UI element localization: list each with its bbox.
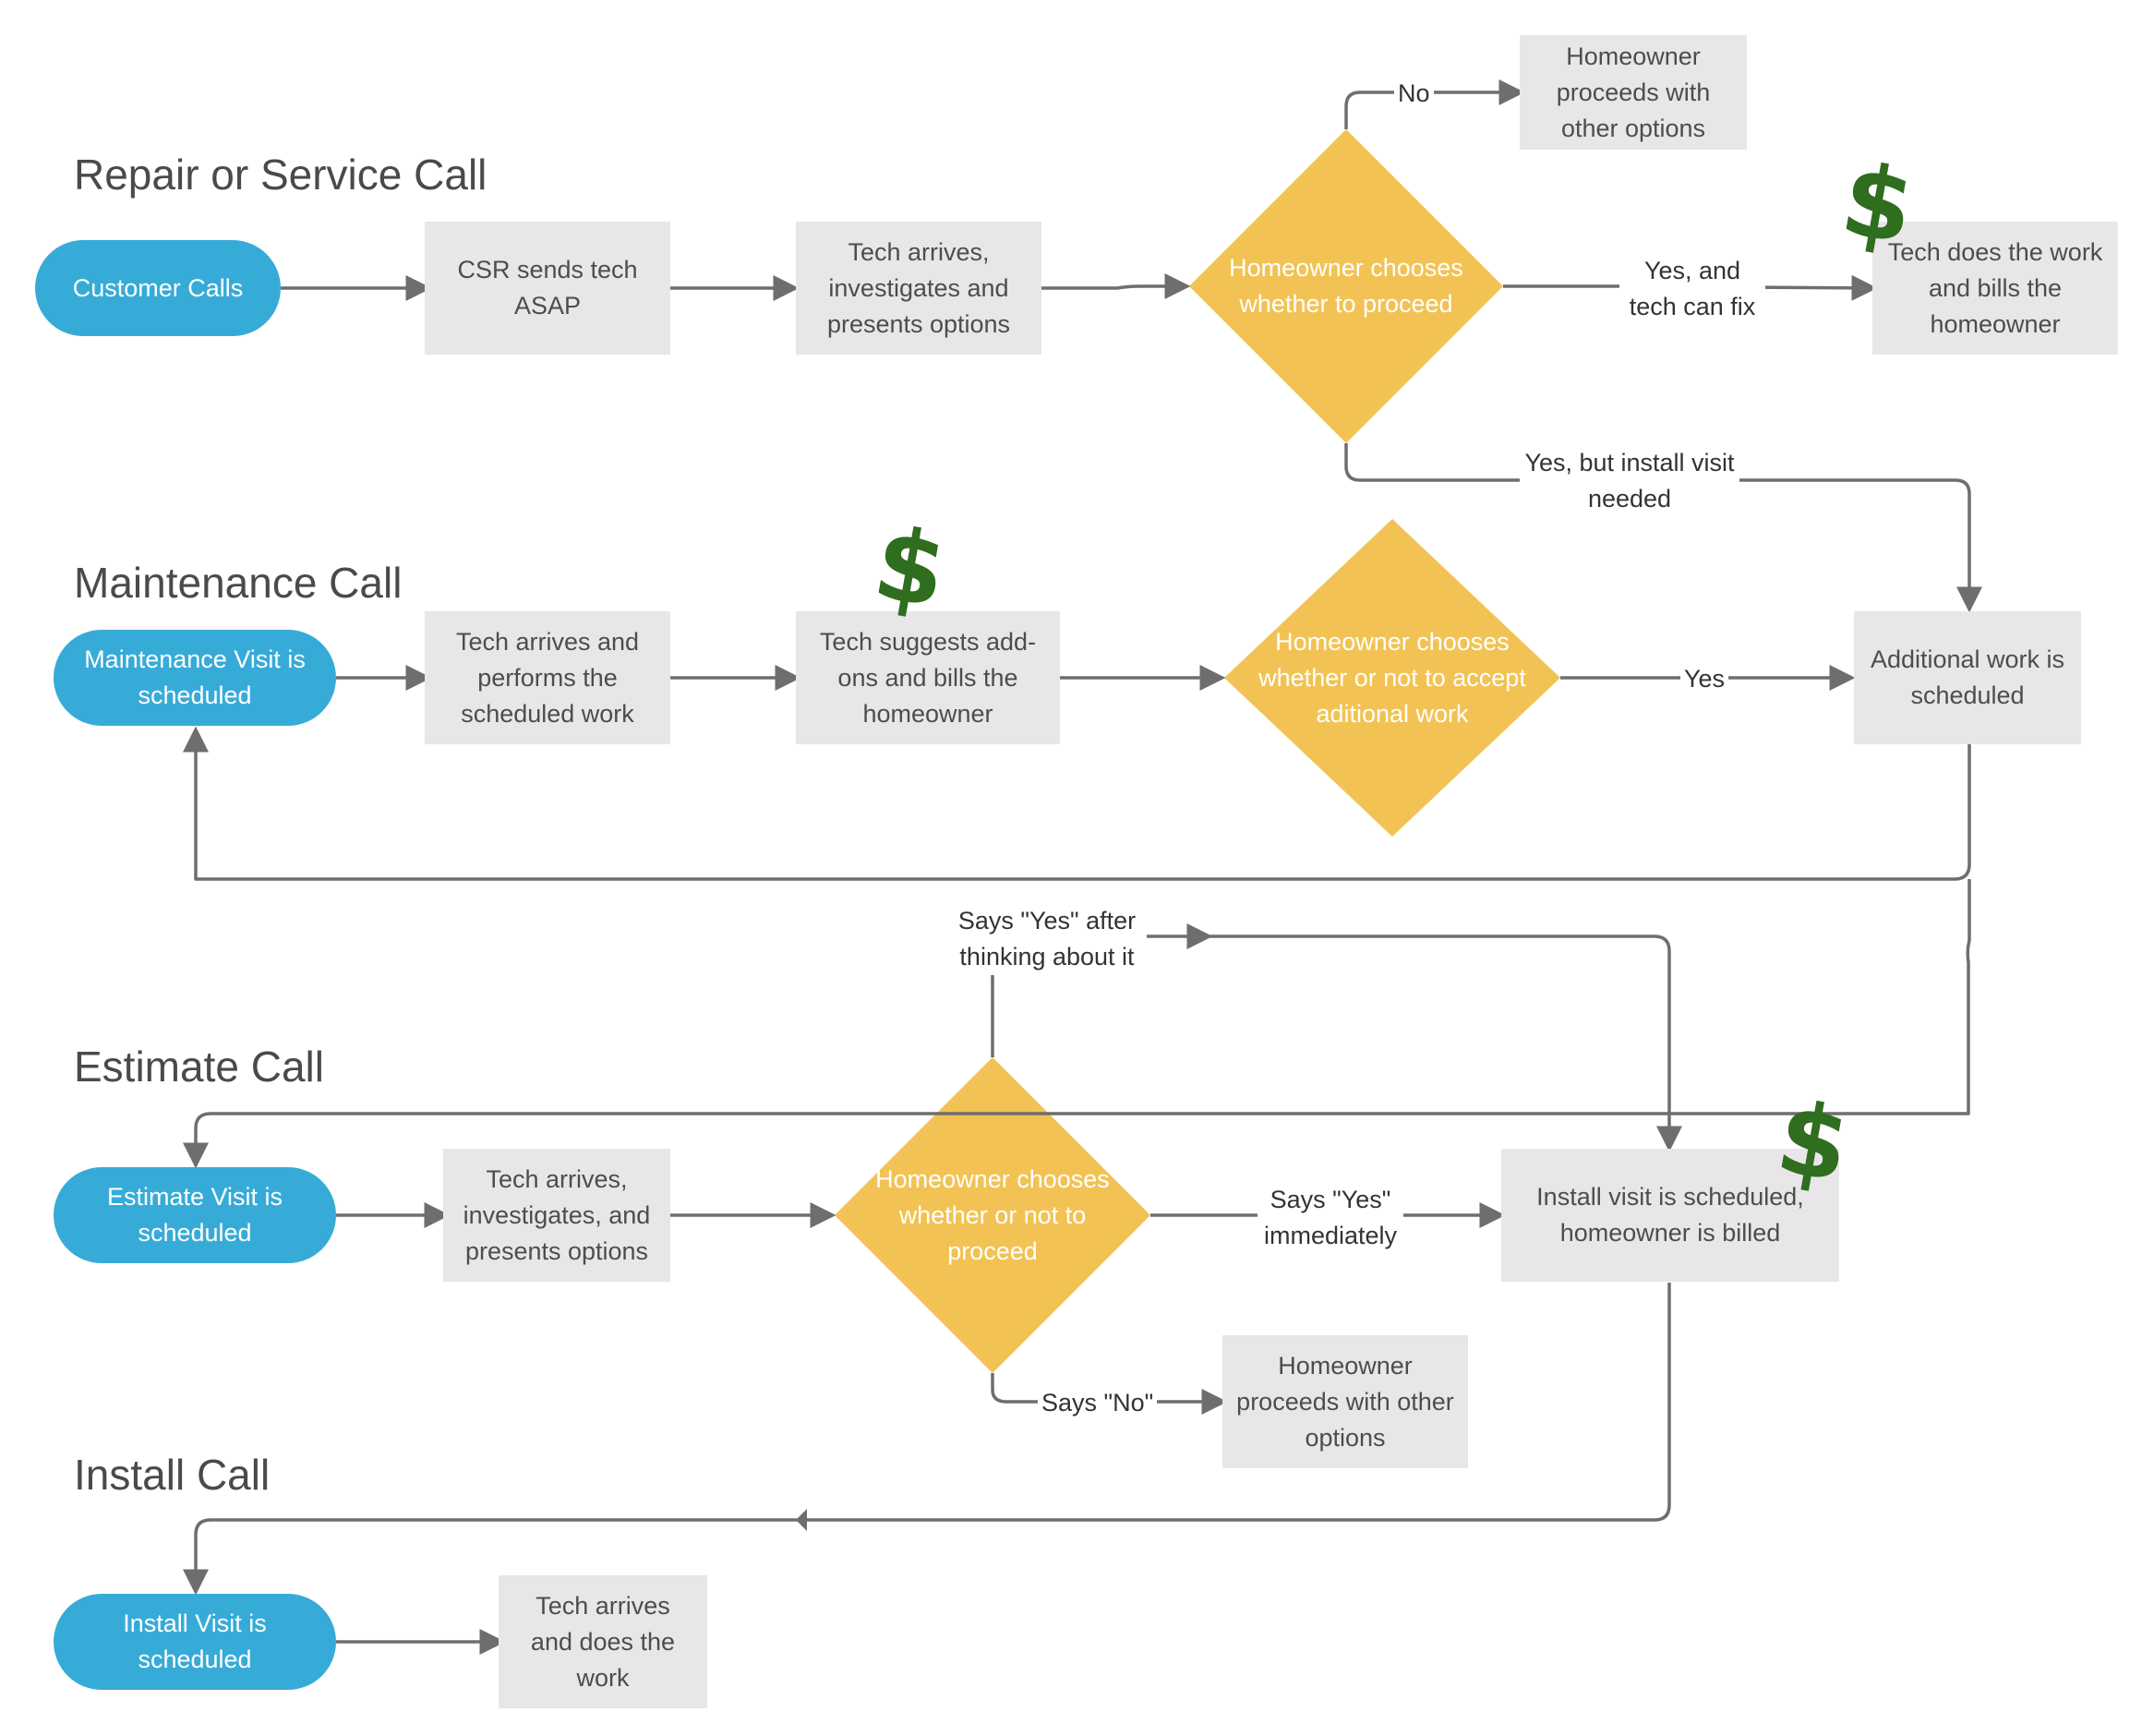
node-label: CSR sends tech ASAP bbox=[457, 256, 638, 319]
edge-install-scheduled-to-install-visit bbox=[183, 1283, 1671, 1596]
node-maintenance-visit[interactable]: Maintenance Visit is scheduled bbox=[54, 630, 336, 726]
edge-label-says-yes-immediately: Says "Yes" immediately bbox=[1258, 1182, 1403, 1254]
section-title-estimate: Estimate Call bbox=[74, 1043, 324, 1091]
node-label: Homeowner proceeds with other options bbox=[1236, 1351, 1454, 1452]
node-label: Tech arrives, investigates and presents … bbox=[826, 237, 1011, 338]
edge-additional-loop-back bbox=[183, 726, 1971, 881]
decision-label-proceed: Homeowner chooses whether to proceed bbox=[1229, 254, 1463, 318]
node-label: Customer Calls bbox=[72, 273, 244, 302]
decision-diamond-proceed bbox=[1189, 129, 1503, 443]
section-title-repair: Repair or Service Call bbox=[74, 151, 487, 199]
node-label: Homeowner proceeds with other options bbox=[1556, 42, 1711, 142]
node-csr-sends-tech[interactable]: CSR sends tech ASAP bbox=[425, 222, 670, 355]
node-customer-calls[interactable]: Customer Calls bbox=[35, 240, 281, 336]
node-label: Tech suggests add-ons and bills the home… bbox=[819, 627, 1037, 728]
node-label: Tech does the work and bills the homeown… bbox=[1887, 237, 2103, 338]
edge-label-yes: Yes bbox=[1680, 661, 1729, 697]
decision-diamond-estimate bbox=[835, 1057, 1150, 1373]
node-tech-performs-work[interactable]: Tech arrives and performs the scheduled … bbox=[425, 611, 670, 744]
node-label: Tech arrives, investigates, and presents… bbox=[463, 1164, 651, 1265]
node-label: Maintenance Visit is scheduled bbox=[84, 645, 306, 709]
edge-says-yes-later-to-install bbox=[1209, 934, 1682, 1152]
edge-says-no bbox=[991, 1373, 1228, 1415]
edge-additional-to-estimate bbox=[183, 879, 1971, 1169]
edge-label-says-no: Says "No" bbox=[1038, 1385, 1158, 1421]
decision-label-estimate: Homeowner chooses whether or not to proc… bbox=[875, 1164, 1110, 1265]
node-install-scheduled-billed[interactable]: Install visit is scheduled, homeowner is… bbox=[1501, 1149, 1839, 1282]
node-homeowner-other-top[interactable]: Homeowner proceeds with other options bbox=[1520, 35, 1747, 150]
node-label: Additional work is scheduled bbox=[1870, 645, 2065, 709]
node-label: Tech arrives and does the work bbox=[530, 1591, 676, 1692]
edge-label-yes-tech-can-fix: Yes, and tech can fix bbox=[1619, 253, 1765, 325]
edge-label-yes-install-needed: Yes, but install visit needed bbox=[1520, 445, 1739, 517]
node-tech-suggests-addons[interactable]: Tech suggests add-ons and bills the home… bbox=[796, 611, 1060, 744]
node-tech-arrives-investigates-2[interactable]: Tech arrives, investigates, and presents… bbox=[443, 1149, 670, 1282]
node-estimate-visit[interactable]: Estimate Visit is scheduled bbox=[54, 1167, 336, 1263]
node-label: Install Visit is scheduled bbox=[123, 1609, 267, 1673]
decision-label-accept-additional: Homeowner chooses whether or not to acce… bbox=[1258, 627, 1526, 728]
decision-diamond-accept-additional bbox=[1224, 519, 1560, 837]
node-tech-does-work-bills[interactable]: Tech does the work and bills the homeown… bbox=[1872, 222, 2118, 355]
node-install-visit[interactable]: Install Visit is scheduled bbox=[54, 1594, 336, 1690]
edge-decision-no bbox=[1344, 79, 1525, 129]
edge-install-midpoint-arrow bbox=[796, 1509, 807, 1531]
section-title-install: Install Call bbox=[74, 1451, 271, 1499]
node-homeowner-other-bottom[interactable]: Homeowner proceeds with other options bbox=[1222, 1335, 1468, 1468]
node-label: Tech arrives and performs the scheduled … bbox=[455, 627, 640, 728]
edge-label-no: No bbox=[1394, 76, 1434, 112]
node-additional-work-scheduled[interactable]: Additional work is scheduled bbox=[1854, 611, 2081, 744]
node-label: Estimate Visit is scheduled bbox=[106, 1183, 283, 1247]
section-title-maintenance: Maintenance Call bbox=[74, 559, 403, 607]
node-tech-arrives-investigates[interactable]: Tech arrives, investigates and presents … bbox=[796, 222, 1041, 355]
node-label: Install visit is scheduled, homeowner is… bbox=[1536, 1183, 1804, 1247]
edge-tech-to-decision bbox=[1040, 273, 1191, 299]
edge-label-says-yes-later: Says "Yes" after thinking about it bbox=[947, 903, 1147, 975]
node-tech-does-work[interactable]: Tech arrives and does the work bbox=[499, 1575, 707, 1708]
